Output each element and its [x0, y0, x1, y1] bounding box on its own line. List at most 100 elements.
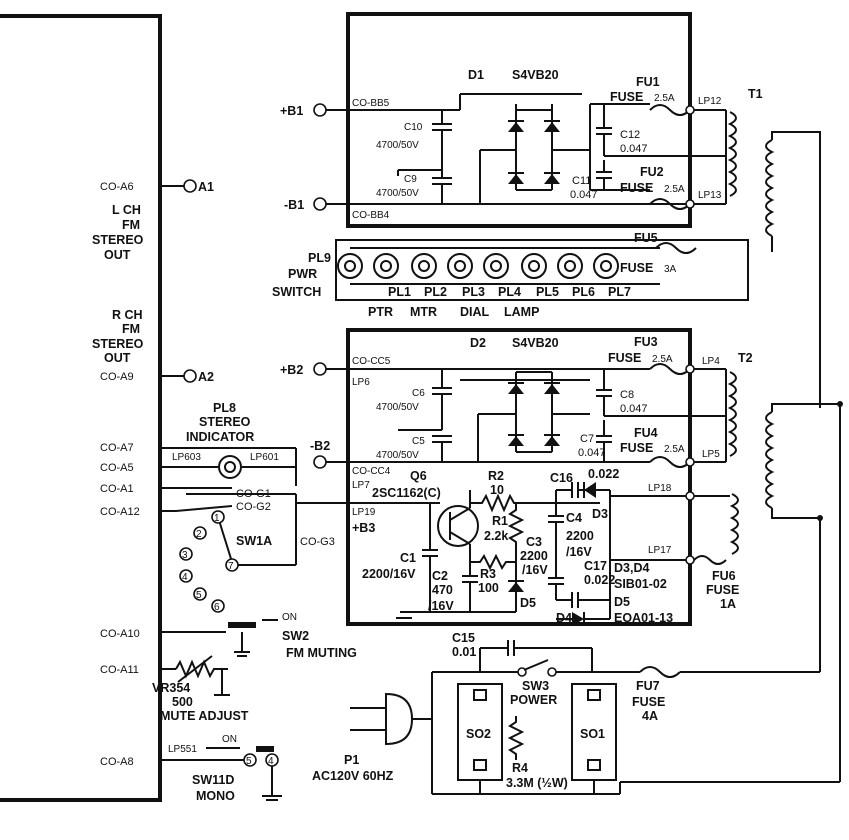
label-pwr: PWR — [288, 267, 317, 281]
label-c4-value-2: /16V — [566, 545, 592, 559]
d3-diode-icon — [584, 482, 596, 498]
label-rch-2: FM — [122, 322, 140, 336]
label-co-a10: CO-A10 — [100, 628, 140, 640]
svg-text:6: 6 — [214, 602, 220, 613]
label-c3-value-2: /16V — [522, 563, 548, 577]
label-fuse-2: FUSE — [620, 181, 653, 195]
label-d5-near: D5 — [520, 596, 536, 610]
label-c6: C6 — [412, 388, 425, 399]
svg-text:5: 5 — [196, 590, 202, 601]
label-lp6: LP6 — [352, 377, 370, 388]
label-r2-value: 10 — [490, 483, 504, 497]
label-r4: R4 — [512, 761, 528, 775]
label-fu2-rating: 2.5A — [664, 184, 685, 195]
main-board-outline — [0, 14, 162, 802]
terminal-a2 — [183, 369, 197, 383]
label-co-a8: CO-A8 — [100, 756, 134, 768]
label-dial: DIAL — [460, 305, 490, 319]
svg-text:7: 7 — [228, 561, 234, 572]
label-c2: C2 — [432, 569, 448, 583]
label-fu1: FU1 — [636, 75, 660, 89]
label-c11-value: 0.047 — [570, 189, 598, 201]
label-fu7: FU7 — [636, 679, 660, 693]
label-fu5: FU5 — [634, 231, 658, 245]
label-so1: SO1 — [580, 727, 605, 741]
label-d2-type: S4VB20 — [512, 336, 559, 350]
label-b1-plus: +B1 — [280, 104, 303, 118]
label-eqa: EQA01-13 — [614, 611, 673, 625]
label-c1: C1 — [400, 551, 416, 565]
label-co-bb4: CO-BB4 — [352, 210, 390, 221]
label-r2: R2 — [488, 469, 504, 483]
label-lp601: LP601 — [250, 452, 279, 463]
sw1a-rotary-switch: 1 2 3 4 5 6 7 — [179, 510, 239, 613]
t1-transformer-icon — [725, 110, 821, 408]
label-lp12: LP12 — [698, 96, 722, 107]
label-c12-value: 0.047 — [620, 143, 648, 155]
label-d2: D2 — [470, 336, 486, 350]
label-lp551: LP551 — [168, 744, 197, 755]
label-fu6: FU6 — [712, 569, 736, 583]
fu7-fuse-icon — [639, 666, 681, 678]
label-c7-value: 0.047 — [578, 447, 606, 459]
label-b2-minus: -B2 — [310, 439, 330, 453]
label-pl8: PL8 — [213, 401, 236, 415]
label-p1: P1 — [344, 753, 359, 767]
label-ac: AC120V 60HZ — [312, 769, 394, 783]
sw11d-switch-icon — [256, 746, 274, 752]
label-vr354: VR354 — [152, 681, 190, 695]
label-fm-muting: FM MUTING — [286, 646, 357, 660]
label-fu3-rating: 2.5A — [652, 354, 673, 365]
label-co-cc5: CO-CC5 — [352, 356, 391, 367]
label-r3: R3 — [480, 567, 496, 581]
q6-transistor-icon — [437, 505, 479, 547]
label-q6-type: 2SC1162(C) — [372, 486, 441, 500]
label-rch-3: STEREO — [92, 337, 144, 351]
label-lch-4: OUT — [104, 248, 131, 262]
label-r4-value: 3.3M (½W) — [506, 776, 568, 790]
label-sw2: SW2 — [282, 629, 309, 643]
rectifier-board-1 — [346, 12, 692, 228]
label-b2-plus: +B2 — [280, 363, 303, 377]
fu1-fuse-icon — [649, 104, 691, 116]
fu5-fuse-icon — [655, 242, 697, 254]
label-d3: D3 — [592, 507, 608, 521]
label-fu4: FU4 — [634, 426, 658, 440]
label-c5-value: 4700/50V — [376, 450, 419, 461]
svg-text:4: 4 — [268, 756, 274, 767]
label-q6: Q6 — [410, 469, 427, 483]
label-d1: D1 — [468, 68, 484, 82]
label-pl9: PL9 — [308, 251, 331, 265]
label-lp603: LP603 — [172, 452, 201, 463]
label-pl3: PL3 — [462, 285, 485, 299]
label-rch-1: R CH — [112, 308, 143, 322]
svg-text:5: 5 — [246, 756, 252, 767]
label-c15: C15 — [452, 631, 475, 645]
label-c15-value: 0.01 — [452, 645, 476, 659]
label-fuse-6: FUSE — [706, 583, 739, 597]
label-t2: T2 — [738, 351, 753, 365]
svg-text:3: 3 — [182, 550, 188, 561]
label-b1-minus: -B1 — [284, 198, 304, 212]
label-power: POWER — [510, 693, 557, 707]
label-fu1-rating: 2.5A — [654, 93, 675, 104]
label-fu5-rating: 3A — [664, 264, 677, 275]
label-rch-4: OUT — [104, 351, 131, 365]
sw3-switch-icon — [523, 659, 549, 671]
label-lp7: LP7 — [352, 480, 370, 491]
label-co-a9: CO-A9 — [100, 371, 134, 383]
label-d3-d4: D3,D4 — [614, 561, 649, 575]
label-lch-2: FM — [122, 218, 140, 232]
label-pl8-stereo: STEREO — [199, 415, 251, 429]
label-lp4: LP4 — [702, 356, 720, 367]
terminal-a1 — [183, 179, 197, 193]
label-fu2: FU2 — [640, 165, 664, 179]
label-c17-value: 0.022 — [584, 573, 615, 587]
t2-transformer-icon — [725, 369, 840, 555]
label-c3-value-1: 2200 — [520, 549, 548, 563]
label-co-a6: CO-A6 — [100, 181, 134, 193]
label-c1-value: 2200/16V — [362, 567, 416, 581]
label-c6-value: 4700/50V — [376, 402, 419, 413]
label-sw2-on: ON — [282, 612, 297, 623]
label-ptr: PTR — [368, 305, 393, 319]
